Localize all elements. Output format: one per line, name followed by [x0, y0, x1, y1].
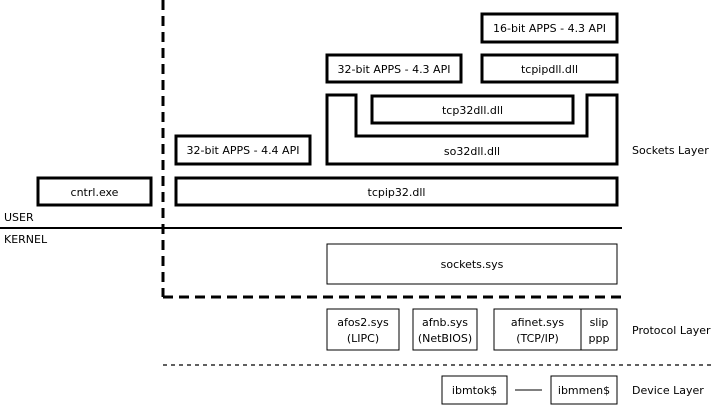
device-layer-label: Device Layer	[632, 384, 704, 397]
afinet-name: afinet.sys	[511, 316, 564, 329]
tcpip32-label: tcpip32.dll	[368, 186, 426, 199]
cntrl-exe-label: cntrl.exe	[71, 186, 119, 199]
afos2-name: afos2.sys	[337, 316, 389, 329]
kernel-label: KERNEL	[4, 233, 48, 246]
afnb-desc: (NetBIOS)	[418, 332, 472, 345]
user-label: USER	[4, 211, 34, 224]
slip-label: slip	[590, 316, 609, 329]
apps-32bit-44-box	[174, 134, 312, 166]
ppp-label: ppp	[589, 332, 610, 345]
afnb-name: afnb.sys	[422, 316, 468, 329]
ibmmen-label: ibmmen$	[558, 384, 610, 397]
sockets-sys-label: sockets.sys	[441, 258, 504, 271]
tcpip32-box	[174, 176, 619, 207]
apps-32bit-43-box	[325, 53, 463, 84]
so32dll-label: so32dll.dll	[444, 145, 500, 158]
ibmtok-box	[441, 375, 508, 405]
so32dll-box	[325, 93, 619, 166]
apps-32bit-43-label: 32-bit APPS - 4.3 API	[338, 63, 451, 76]
ibmtok-label: ibmtok$	[452, 384, 497, 397]
afinet-box	[493, 308, 618, 351]
tcpipdll-box	[480, 53, 619, 84]
sockets-layer-label: Sockets Layer	[632, 144, 709, 157]
apps-16bit-43-box	[480, 12, 619, 44]
ibmmen-box	[550, 375, 618, 405]
afos2-box	[326, 308, 400, 351]
cntrl-exe-box	[36, 176, 153, 207]
protocol-layer-label: Protocol Layer	[632, 324, 711, 337]
tcp32dll-box	[370, 94, 575, 125]
tcpipdll-label: tcpipdll.dll	[521, 63, 578, 76]
apps-32bit-44-label: 32-bit APPS - 4.4 API	[187, 144, 300, 157]
sockets-sys-box	[326, 243, 618, 285]
apps-16bit-43-label: 16-bit APPS - 4.3 API	[493, 22, 606, 35]
afinet-desc: (TCP/IP)	[516, 332, 559, 345]
afos2-desc: (LIPC)	[347, 332, 379, 345]
afnb-box	[412, 308, 478, 351]
tcp32dll-label: tcp32dll.dll	[442, 104, 503, 117]
